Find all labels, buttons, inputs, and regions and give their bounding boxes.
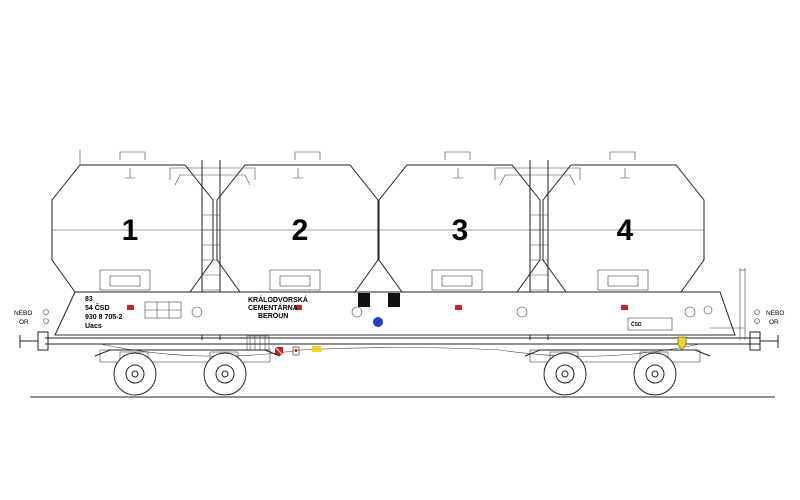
bolt-right-2 (754, 318, 760, 324)
buffer-left (19, 331, 49, 351)
valve-blue (373, 317, 383, 327)
hopper-4-number: 4 (617, 214, 634, 247)
side-label-right-line1: NEBO (766, 310, 784, 317)
wagon-info-line4: Uacs (85, 323, 102, 330)
bolt-right (754, 309, 760, 315)
side-label-right-line2: OR (769, 319, 779, 326)
load-table (144, 301, 182, 319)
wagon-info-line3: 930 8 705-2 (85, 314, 122, 321)
side-sill (45, 337, 760, 357)
bolt-left-2 (43, 318, 49, 324)
bogie-left (94, 349, 281, 363)
red-lamps (127, 305, 628, 310)
gauges (191, 306, 696, 318)
brake-platform (703, 268, 746, 340)
hopper-1 (51, 150, 214, 293)
side-label-left-line1: NEBO (14, 310, 32, 317)
hopper-3 (378, 164, 541, 293)
wheels (113, 352, 677, 396)
hatch-box (246, 335, 270, 351)
wagon-info-line2: 54 ČSD (85, 303, 110, 312)
hopper-3-number: 3 (452, 214, 469, 247)
csd-plate-text: ČSD (631, 321, 642, 328)
owner-line1: KRÁLODVORSKÁ (248, 295, 308, 304)
side-label-left-line2: OR (19, 319, 29, 326)
hopper-top-fittings (119, 151, 636, 179)
info-plates (358, 293, 400, 307)
buffer-right (749, 331, 779, 351)
discharge-boxes (99, 269, 649, 291)
owner-block: KRÁLODVORSKÁ CEMENTÁRNA BEROUN (248, 295, 308, 320)
wagon-info-line1: 83 (85, 296, 93, 303)
owner-line2: CEMENTÁRNA (248, 303, 298, 312)
hopper-2-number: 2 (292, 214, 309, 247)
hopper-1-number: 1 (122, 214, 139, 247)
bolt-left (43, 309, 49, 315)
csd-plate: ČSD (627, 317, 673, 331)
warning-signs (274, 346, 321, 356)
hopper-4 (542, 164, 705, 293)
owner-line3: BEROUN (258, 313, 288, 320)
hopper-2 (216, 164, 379, 293)
marker-yellow (677, 336, 687, 351)
wagon-info: 83 54 ČSD 930 8 705-2 Uacs (85, 296, 122, 330)
